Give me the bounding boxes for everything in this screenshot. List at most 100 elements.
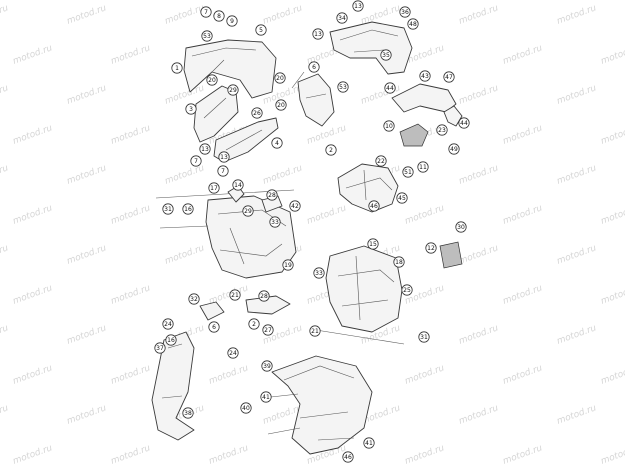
callout-13: 13 bbox=[199, 143, 211, 155]
part-lower-trim bbox=[213, 117, 279, 163]
callout-23: 23 bbox=[436, 124, 448, 136]
callout-circle bbox=[271, 137, 283, 149]
callout-circle bbox=[251, 107, 263, 119]
part-side-panel bbox=[193, 85, 239, 143]
callout-circle bbox=[227, 347, 239, 359]
watermark-text: motod.ru bbox=[360, 83, 402, 107]
watermark-text: motod.ru bbox=[66, 323, 108, 347]
watermark-text: motod.ru bbox=[458, 243, 500, 267]
callout-19: 19 bbox=[282, 259, 294, 271]
watermark-text: motod.ru bbox=[12, 123, 54, 147]
callout-number: 44 bbox=[460, 120, 468, 127]
callout-33: 33 bbox=[313, 267, 325, 279]
callout-number: 43 bbox=[421, 73, 429, 80]
callout-circle bbox=[289, 200, 301, 212]
callout-number: 7 bbox=[194, 158, 198, 165]
callout-circle bbox=[201, 30, 213, 42]
callout-number: 1 bbox=[175, 65, 179, 72]
callout-circle bbox=[458, 117, 470, 129]
callout-number: 24 bbox=[164, 321, 172, 328]
callout-18: 18 bbox=[393, 256, 405, 268]
watermark-text: motod.ru bbox=[600, 123, 625, 147]
callout-circle bbox=[200, 6, 212, 18]
callout-number: 51 bbox=[404, 169, 412, 176]
callout-number: 24 bbox=[229, 350, 237, 357]
watermark-text: motod.ru bbox=[556, 323, 598, 347]
callout-number: 46 bbox=[370, 203, 378, 210]
callout-number: 10 bbox=[385, 123, 393, 130]
callout-number: 35 bbox=[382, 52, 390, 59]
watermark-text: motod.ru bbox=[502, 443, 544, 467]
callout-circle bbox=[407, 18, 419, 30]
watermark-text: motod.ru bbox=[0, 3, 10, 27]
callout-circle bbox=[182, 203, 194, 215]
callout-53: 53 bbox=[201, 30, 213, 42]
watermark-text: motod.ru bbox=[0, 323, 10, 347]
callout-22: 22 bbox=[375, 155, 387, 167]
callout-38: 38 bbox=[182, 407, 194, 419]
callout-circle bbox=[274, 72, 286, 84]
callout-circle bbox=[229, 289, 241, 301]
callout-circle bbox=[417, 161, 429, 173]
callout-circle bbox=[336, 12, 348, 24]
callout-circle bbox=[261, 360, 273, 372]
callout-number: 13 bbox=[220, 154, 228, 161]
watermark-text: motod.ru bbox=[600, 443, 625, 467]
callout-24: 24 bbox=[227, 347, 239, 359]
callout-number: 53 bbox=[339, 84, 347, 91]
part-lower-bracket bbox=[245, 295, 291, 315]
callout-20: 20 bbox=[274, 72, 286, 84]
watermark-text: motod.ru bbox=[502, 123, 544, 147]
callout-31: 31 bbox=[418, 331, 430, 343]
callout-20: 20 bbox=[275, 99, 287, 111]
callout-circle bbox=[367, 238, 379, 250]
callout-circle bbox=[199, 143, 211, 155]
watermark-text: motod.ru bbox=[556, 163, 598, 187]
watermark-text: motod.ru bbox=[556, 243, 598, 267]
callout-circle bbox=[275, 99, 287, 111]
callout-34: 34 bbox=[336, 12, 348, 24]
watermark-text: motod.ru bbox=[458, 163, 500, 187]
watermark-text: motod.ru bbox=[0, 163, 10, 187]
callout-25: 25 bbox=[401, 284, 413, 296]
watermark-text: motod.ru bbox=[0, 403, 10, 427]
callout-11: 11 bbox=[417, 161, 429, 173]
callout-number: 18 bbox=[395, 259, 403, 266]
watermark-text: motod.ru bbox=[12, 283, 54, 307]
watermark-text: motod.ru bbox=[208, 443, 250, 467]
watermark-text: motod.ru bbox=[164, 3, 206, 27]
callout-number: 22 bbox=[377, 158, 385, 165]
callout-circle bbox=[425, 242, 437, 254]
watermark-text: motod.ru bbox=[12, 43, 54, 67]
callout-circle bbox=[240, 402, 252, 414]
watermark-text: motod.ru bbox=[306, 123, 348, 147]
callout-number: 41 bbox=[365, 440, 373, 447]
callout-number: 7 bbox=[204, 9, 208, 16]
callout-circle bbox=[262, 324, 274, 336]
callout-number: 2 bbox=[252, 321, 256, 328]
callout-number: 16 bbox=[167, 337, 175, 344]
watermark-text: motod.ru bbox=[458, 83, 500, 107]
callout-circle bbox=[208, 321, 220, 333]
callout-41: 41 bbox=[260, 391, 272, 403]
watermark-text: motod.ru bbox=[66, 3, 108, 27]
watermark-text: motod.ru bbox=[12, 203, 54, 227]
callout-circle bbox=[206, 74, 218, 86]
part-lower-panel-left bbox=[151, 331, 195, 441]
callout-53: 53 bbox=[337, 81, 349, 93]
callout-number: 26 bbox=[253, 110, 261, 117]
callout-12: 12 bbox=[425, 242, 437, 254]
callout-number: 30 bbox=[457, 224, 465, 231]
callout-4: 4 bbox=[271, 137, 283, 149]
callout-29: 29 bbox=[242, 205, 254, 217]
watermark-text: motod.ru bbox=[110, 363, 152, 387]
callout-29: 29 bbox=[227, 84, 239, 96]
watermark-text: motod.ru bbox=[0, 243, 10, 267]
callout-number: 21 bbox=[311, 328, 319, 335]
callout-number: 13 bbox=[314, 31, 322, 38]
callout-41: 41 bbox=[363, 437, 375, 449]
watermark-text: motod.ru bbox=[66, 163, 108, 187]
callout-37: 37 bbox=[154, 342, 166, 354]
